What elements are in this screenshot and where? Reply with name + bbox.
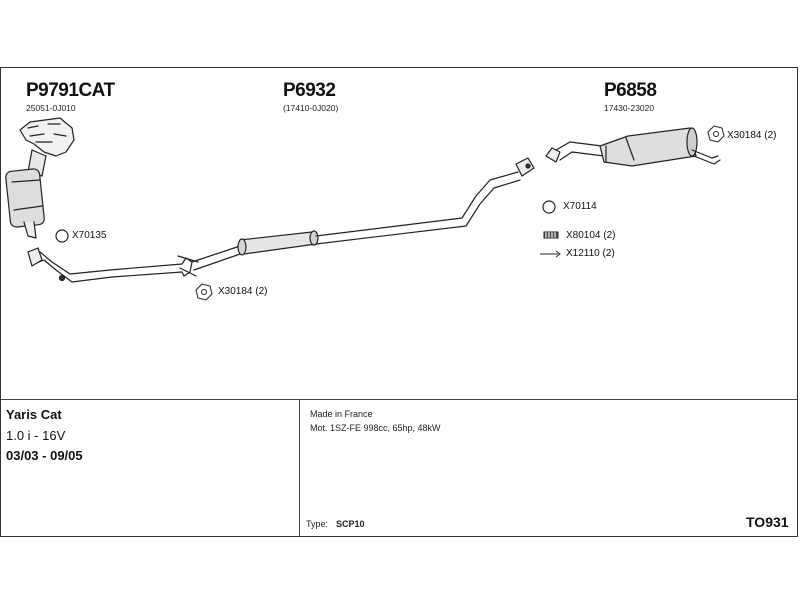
front-pipe-drawing [27,245,241,283]
flange-icon [195,283,213,301]
oe-number-middle: (17410-0J020) [283,103,339,113]
gasket-icon [542,200,556,214]
catalyst-manifold-drawing [5,117,75,239]
middle-silencer-drawing [237,230,319,256]
fitting-label-x12110: X12110 (2) [566,248,615,259]
reference-code: TO931 [746,514,789,530]
origin-note: Made in France [310,409,373,419]
bolt-icon [540,250,561,258]
fitting-label-x80104: X80104 (2) [566,230,616,241]
vehicle-model: Yaris Cat [6,407,62,422]
clamp-icon [543,231,559,239]
oe-number-catalyst: 25051-0J010 [26,103,76,113]
info-divider [299,400,300,537]
section-divider [1,399,797,400]
fitting-label-x70135: X70135 [72,230,107,241]
part-number-middle: P6932 [283,80,336,101]
part-number-catalyst: P9791CAT [26,80,115,101]
intermediate-pipe-drawing [315,157,535,245]
rear-silencer-drawing [545,127,721,167]
oe-number-rear: 17430-23020 [604,103,655,113]
type-label: Type: [306,519,329,529]
fitting-label-x30184-rear: X30184 (2) [727,130,777,141]
motor-note: Mot. 1SZ-FE 998cc, 65hp, 48kW [310,423,441,433]
vehicle-years: 03/03 - 09/05 [6,448,83,463]
diagram-sheet [0,67,798,537]
fitting-label-x30184-front: X30184 (2) [218,286,268,297]
gasket-icon [55,229,69,243]
fitting-label-x70114: X70114 [563,201,597,212]
flange-icon [707,125,725,143]
vehicle-engine: 1.0 i - 16V [6,428,66,443]
part-number-rear: P6858 [604,80,657,101]
type-value: SCP10 [336,519,365,529]
